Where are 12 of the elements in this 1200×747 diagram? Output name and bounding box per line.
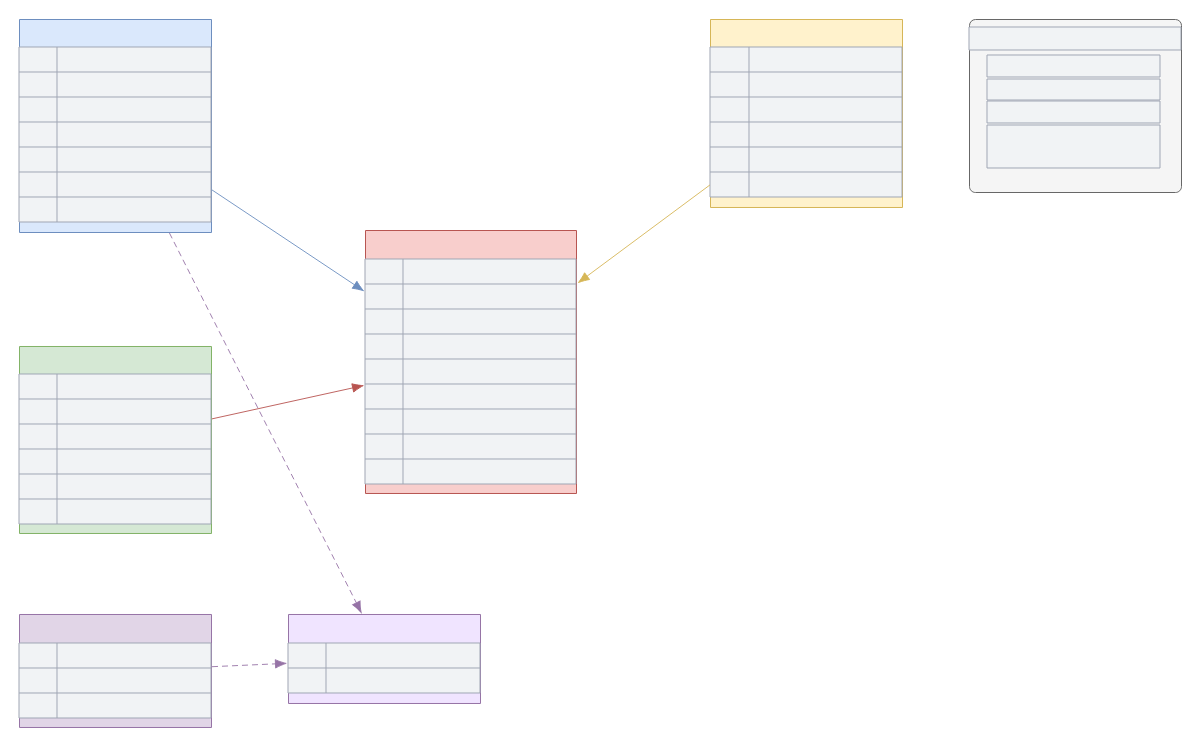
- table: [18, 614, 212, 728]
- arrow: [578, 184, 711, 283]
- arrow: [211, 189, 364, 292]
- table: [287, 614, 481, 704]
- arrow: [211, 659, 287, 669]
- table: [709, 19, 903, 208]
- table: [18, 19, 212, 233]
- arrow: [169, 232, 362, 613]
- table: [364, 230, 577, 494]
- table: [968, 19, 1182, 193]
- table: [18, 346, 212, 534]
- arrow: [211, 383, 364, 420]
